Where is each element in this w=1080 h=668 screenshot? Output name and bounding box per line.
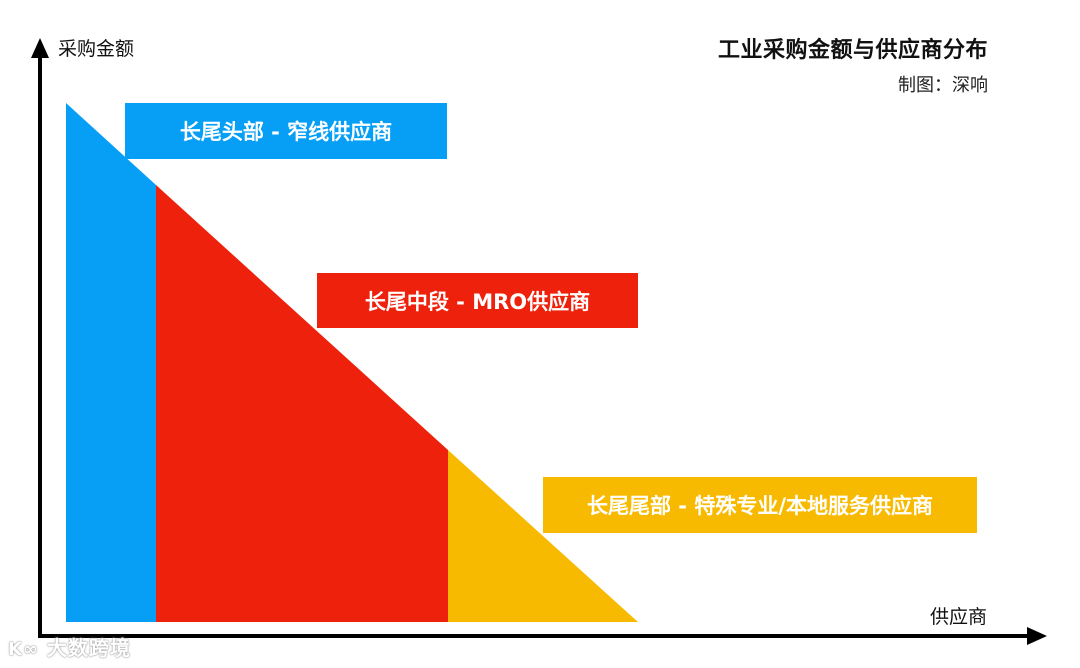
kdb-logo-icon: K∞ [8,639,39,660]
segment-tail-area [448,450,638,622]
segment-head-label: 长尾头部 - 窄线供应商 [125,103,447,159]
segment-head-label-text: 长尾头部 - 窄线供应商 [179,120,393,144]
chart-title: 工业采购金额与供应商分布 [717,38,988,63]
segment-middle-label: 长尾中段 - MRO供应商 [317,273,638,328]
segment-head-area [66,103,156,622]
segment-tail-label-text: 长尾尾部 - 特殊专业/本地服务供应商 [586,494,933,518]
chart-credit: 制图：深响 [898,75,988,96]
watermark-text: 大数跨境 [46,636,131,660]
y-axis-label: 采购金额 [58,38,135,60]
segment-middle-area [156,185,448,622]
watermark: K∞ 大数跨境 [8,632,131,661]
y-axis-arrow-icon [31,38,49,58]
x-axis-label: 供应商 [930,606,988,628]
segment-tail-label: 长尾尾部 - 特殊专业/本地服务供应商 [543,477,977,533]
x-axis-arrow-icon [1027,627,1047,645]
segment-middle-label-text: 长尾中段 - MRO供应商 [364,289,591,314]
